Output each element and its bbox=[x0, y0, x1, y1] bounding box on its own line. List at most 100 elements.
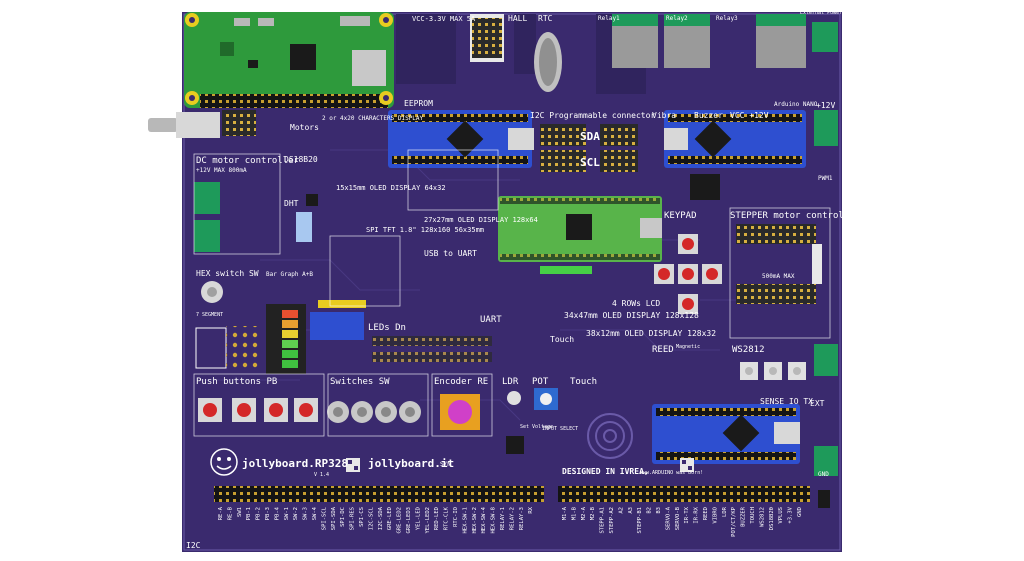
header-pin-label: GRE-LED3 bbox=[406, 507, 412, 534]
label-pwm1: PWM1 bbox=[818, 175, 833, 182]
header-pin-label: REED bbox=[703, 507, 709, 520]
header-pin-label: RE-A bbox=[218, 506, 224, 520]
led-row bbox=[372, 336, 492, 362]
label-uart: UART bbox=[480, 315, 502, 325]
board-serial: S/N bbox=[440, 461, 451, 468]
header-pin-label: RELAY-3 bbox=[519, 507, 525, 530]
header-pin-label: SW-2 bbox=[293, 507, 299, 520]
header-pin-label: SPI-CS bbox=[359, 507, 365, 527]
header-pin-label: LDR bbox=[722, 506, 728, 517]
label-usb-uart: USB to UART bbox=[424, 249, 477, 258]
label-dc-motor-rating: +12V MAX 800mA bbox=[196, 167, 247, 174]
label-i2c-bottom: I2C bbox=[186, 541, 201, 550]
arduino-nano-left bbox=[388, 110, 534, 168]
label-dc-motor: DC motor controller bbox=[196, 156, 300, 166]
label-dht: DHT bbox=[284, 199, 299, 208]
header-pin-label: I2C-SCL bbox=[368, 506, 374, 530]
relays bbox=[612, 14, 838, 68]
level-shifter bbox=[310, 300, 366, 340]
header-pin-label: WS2812 bbox=[759, 507, 765, 527]
label-set-voltage: Set Voltage bbox=[520, 424, 553, 430]
header-pin-label: DS18B20 bbox=[769, 507, 775, 530]
label-arduino-nano: Arduino NANO bbox=[774, 101, 818, 108]
header-pin-label: RED-LED bbox=[434, 507, 440, 530]
label-push-buttons: Push buttons PB bbox=[196, 377, 277, 387]
header-pin-label: RE-B bbox=[227, 506, 233, 520]
label-rtc: RTC bbox=[538, 14, 553, 23]
header-pin-label: RTC-IO bbox=[453, 507, 459, 527]
header-pin-label: PB-2 bbox=[256, 507, 262, 520]
ws2812-leds bbox=[740, 362, 806, 380]
bar-graph bbox=[266, 304, 306, 374]
board-url: jollyboard.it bbox=[368, 457, 454, 470]
label-oled-38: 38x12mm OLED DISPLAY 128x32 bbox=[586, 329, 716, 338]
label-switches: Switches SW bbox=[330, 377, 390, 387]
label-hex-switch: HEX switch SW bbox=[196, 269, 259, 278]
label-hall: HALL bbox=[508, 14, 527, 23]
label-leds: LEDs Dn bbox=[368, 323, 406, 333]
header-pin-label: A2 bbox=[618, 507, 624, 514]
label-ds18b20: DS18B20 bbox=[284, 155, 318, 164]
header-pin-label: M2-A bbox=[581, 506, 587, 520]
arduino-nano-bottom bbox=[652, 404, 800, 464]
bottom-header-right bbox=[558, 486, 810, 502]
label-scl: SCL bbox=[580, 156, 600, 169]
label-sense-tx: SENSE IO TX bbox=[760, 397, 813, 406]
label-sda: SDA bbox=[580, 130, 600, 143]
dc-motor-terminals bbox=[194, 182, 318, 252]
i2c-headers bbox=[540, 124, 720, 200]
header-pin-label: GND bbox=[797, 507, 803, 517]
header-pin-label: YEL-LED2 bbox=[425, 507, 431, 534]
label-vcc12: VCC +12V bbox=[730, 111, 769, 120]
ldr-pot-touch bbox=[506, 388, 633, 459]
header-pin-label: BUZZER bbox=[741, 506, 747, 527]
label-lcd-rows: 4 ROWs LCD bbox=[612, 299, 660, 308]
header-pin-label: SPI-RES bbox=[350, 507, 356, 530]
rotary-encoder bbox=[440, 394, 480, 430]
label-gnd: GND bbox=[818, 471, 829, 478]
label-stepper: STEPPER motor controller bbox=[730, 211, 861, 221]
label-touch-upper: Touch bbox=[550, 335, 574, 344]
jolly-face-logo bbox=[210, 448, 238, 476]
label-touch: Touch bbox=[570, 377, 597, 387]
label-7-segment: 7 SEGMENT bbox=[196, 312, 223, 318]
label-buzzer: Buzzer bbox=[694, 111, 723, 120]
header-pin-label: PB-4 bbox=[274, 506, 280, 520]
header-pin-label: SERVO-A bbox=[665, 506, 671, 530]
header-pin-label: SPI-SCL bbox=[321, 506, 327, 530]
push-buttons bbox=[198, 398, 318, 422]
header-pin-label: SW-4 bbox=[312, 506, 318, 520]
header-pin-label: HEX-SW-2 bbox=[472, 507, 478, 534]
header-pin-label: GRE-LED2 bbox=[397, 507, 403, 534]
label-oled-27: 27x27mm OLED DISPLAY 128x64 bbox=[424, 216, 538, 224]
label-vibra: Vibra bbox=[652, 111, 676, 120]
header-pin-label: VPLUS bbox=[778, 507, 784, 524]
header-pin-label: I2C-SDA bbox=[378, 506, 384, 530]
header-pin-label: STEPP-A1 bbox=[600, 507, 606, 534]
header-pin-label: RTC-CLK bbox=[444, 506, 450, 530]
header-pin-label: YEL-LED bbox=[415, 507, 421, 530]
label-magnetic: Magnetic bbox=[676, 344, 700, 350]
label-i2c-prog: I2C Programmable connector bbox=[530, 111, 655, 120]
label-relay2: Relay2 bbox=[666, 15, 688, 22]
label-ext: EXT bbox=[810, 399, 825, 408]
header-pin-label: RELAY-1 bbox=[500, 507, 506, 530]
label-relay3: Relay3 bbox=[716, 15, 738, 22]
toggle-switches bbox=[327, 401, 421, 423]
label-12v: +12V bbox=[816, 101, 835, 110]
header-pin-label: RELAY-2 bbox=[509, 507, 515, 530]
header-pin-label: IR-RX bbox=[694, 506, 700, 523]
silkscreen-labels: DC motor controller +12V MAX 800mA DS18B… bbox=[186, 10, 861, 550]
header-pin-label: HEX-SW-4 bbox=[481, 506, 487, 533]
seven-segment bbox=[195, 326, 260, 370]
header-pin-label: SERVO-B bbox=[675, 506, 681, 530]
header-pin-label: PB-3 bbox=[265, 507, 271, 520]
board-name: jollyboard.RP328 bbox=[242, 457, 348, 470]
stepper-section bbox=[736, 224, 822, 304]
label-relay1: Relay1 bbox=[598, 15, 620, 22]
label-ma-max: 500mA MAX bbox=[762, 273, 795, 280]
label-encoder: Encoder RE bbox=[434, 377, 488, 387]
